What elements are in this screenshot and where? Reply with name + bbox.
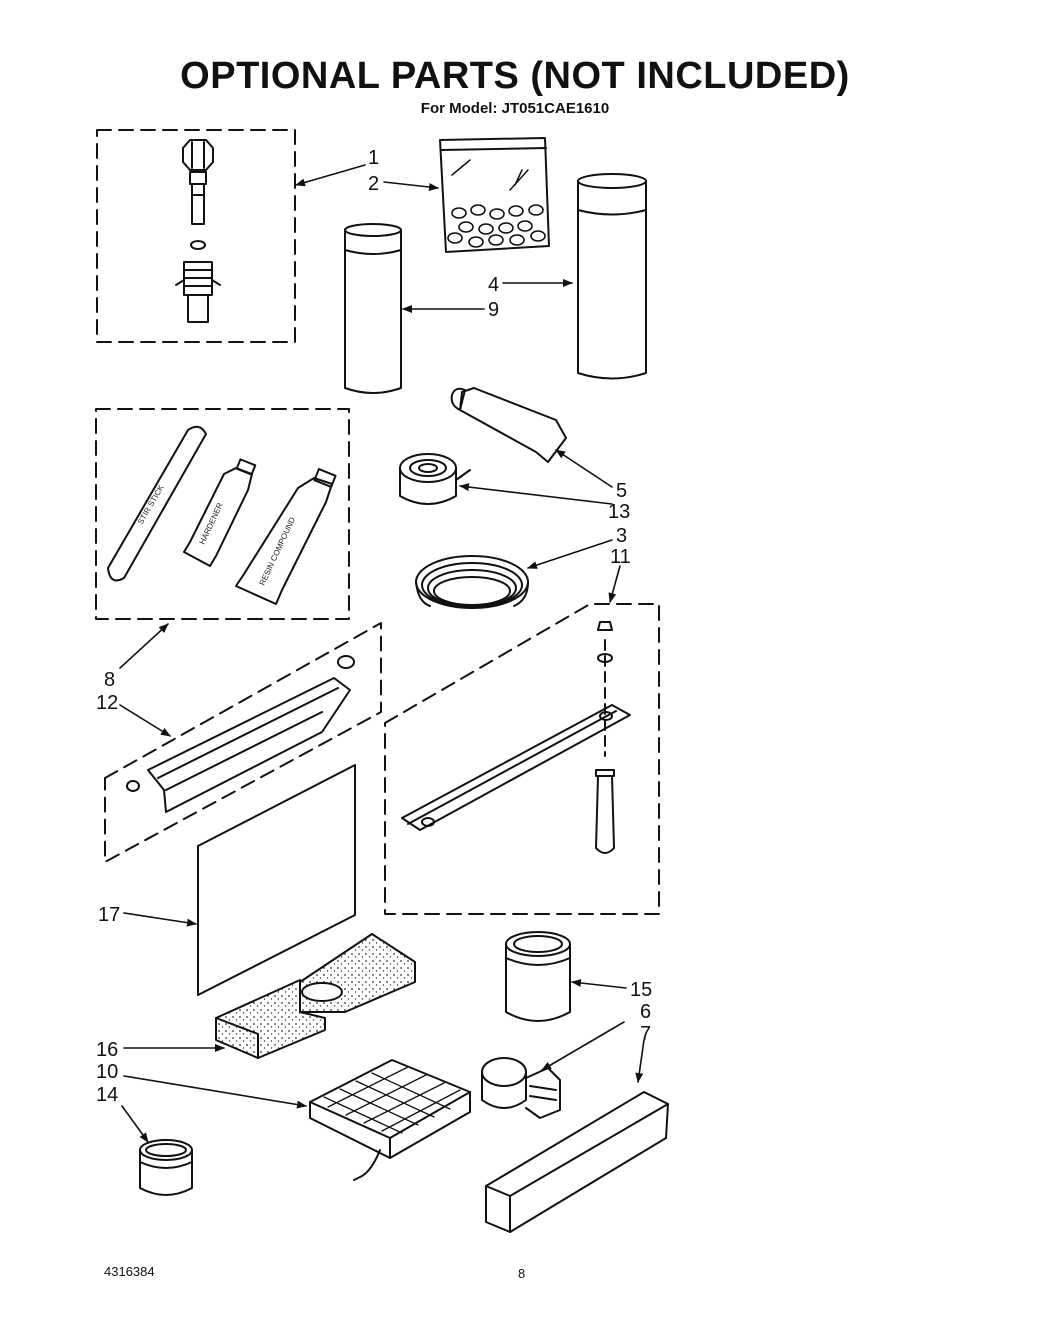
callout-8: 8 [104, 669, 115, 691]
part-10-heater-grid [309, 1059, 471, 1181]
stir-stick-label: STIR STICK [136, 483, 166, 526]
document-number: 4316384 [104, 1264, 155, 1279]
part-13-tape-roll [399, 453, 471, 505]
callout-7: 7 [640, 1023, 651, 1045]
hardener-label: HARDENER [198, 501, 225, 546]
callout-numbers: 1 2 4 9 5 13 3 11 8 12 17 15 6 7 16 10 1… [96, 147, 652, 1106]
part-7-foam-strip [485, 1091, 669, 1233]
part-3-cord-coil [415, 555, 529, 609]
callout-12: 12 [96, 692, 118, 714]
part-17-panel [197, 764, 356, 996]
callout-13: 13 [608, 501, 630, 523]
callout-2: 2 [368, 173, 379, 195]
callout-9: 9 [488, 299, 499, 321]
callout-16: 16 [96, 1039, 118, 1061]
page-number: 8 [518, 1266, 526, 1281]
part-4-spray-can [577, 173, 647, 380]
part-16-foam-blocks [215, 933, 416, 1059]
part-1-valve-kit [96, 129, 296, 343]
callout-leaders [119, 164, 645, 1143]
callout-5: 5 [616, 480, 627, 502]
callout-10: 10 [96, 1061, 118, 1083]
resin-compound-label: RESIN COMPOUND [258, 516, 298, 587]
part-9-spray-can [344, 223, 402, 394]
part-5-tube [450, 387, 567, 463]
part-15-paint-can [505, 931, 571, 1022]
callout-11: 11 [610, 546, 631, 568]
page-title: OPTIONAL PARTS (NOT INCLUDED) [180, 55, 850, 97]
part-14-small-can [139, 1139, 193, 1196]
callout-1: 1 [368, 147, 379, 169]
part-2-oring-bag [439, 137, 550, 253]
model-subtitle: For Model: JT051CAE1610 [420, 100, 610, 117]
callout-6: 6 [640, 1001, 651, 1023]
callout-17: 17 [98, 904, 120, 926]
callout-14: 14 [96, 1084, 118, 1106]
part-8-repair-kit: STIR STICK HARDENER RESIN COMPOUND [95, 408, 350, 620]
callout-4: 4 [488, 274, 499, 296]
part-11-rail-kit [384, 603, 660, 915]
part-12-bracket [104, 622, 382, 863]
callout-15: 15 [630, 979, 652, 1001]
callout-3: 3 [616, 525, 627, 547]
